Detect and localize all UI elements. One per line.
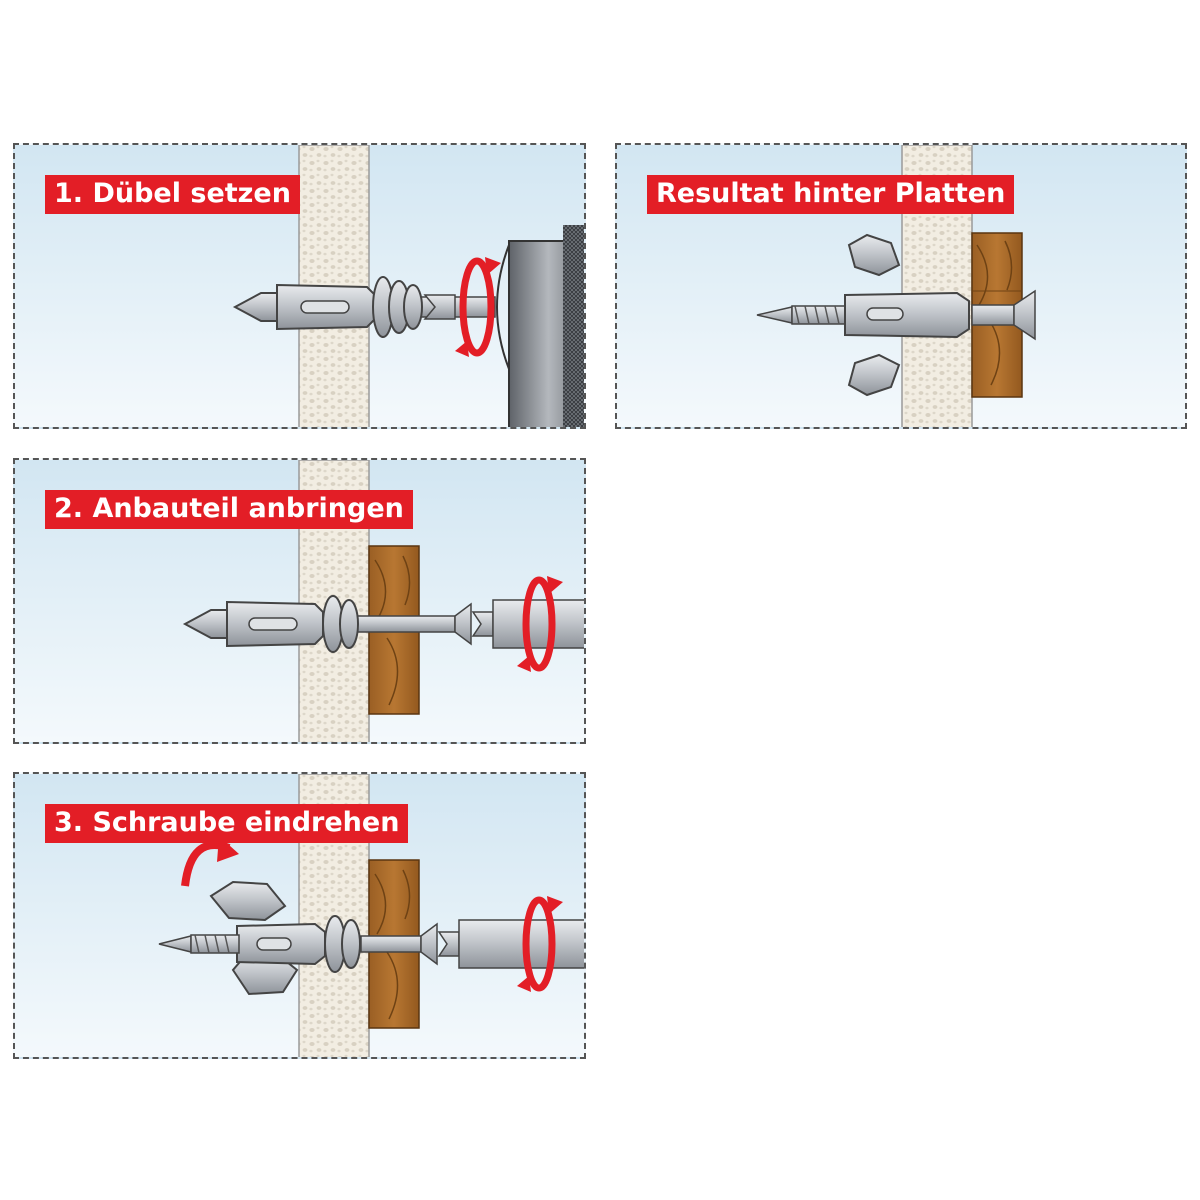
panel-step-3: 3. Schraube eindrehen xyxy=(13,772,586,1059)
rotation-arrow-icon xyxy=(181,836,239,887)
panel-result: Resultat hinter Platten xyxy=(615,143,1187,429)
cavity-anchor-icon xyxy=(182,595,359,653)
cavity-anchor-icon xyxy=(209,880,361,996)
cavity-anchor-icon xyxy=(844,233,970,397)
rotation-arrow-icon xyxy=(517,896,563,992)
panel-title: Resultat hinter Platten xyxy=(647,175,1015,214)
panel-title: 3. Schraube eindrehen xyxy=(45,804,409,843)
panel-title: 1. Dübel setzen xyxy=(45,175,300,214)
rotation-arrow-icon xyxy=(517,576,563,672)
drill-chuck-icon xyxy=(496,225,584,427)
cavity-anchor-icon xyxy=(232,276,423,338)
screwdriver-bit-icon xyxy=(437,919,584,969)
panel-step-1: 1. Dübel setzen xyxy=(13,143,586,429)
panel-title: 2. Anbauteil anbringen xyxy=(45,490,413,529)
screwdriver-bit-icon xyxy=(423,294,456,320)
step-1-illustration xyxy=(232,145,584,427)
wood-screw-icon xyxy=(756,289,1036,341)
screwdriver-bit-icon xyxy=(471,599,584,649)
wood-screw-icon xyxy=(354,602,472,646)
panel-step-2: 2. Anbauteil anbringen xyxy=(13,458,586,744)
rotation-arrow-icon xyxy=(455,257,501,357)
wood-screw-icon xyxy=(158,922,438,966)
